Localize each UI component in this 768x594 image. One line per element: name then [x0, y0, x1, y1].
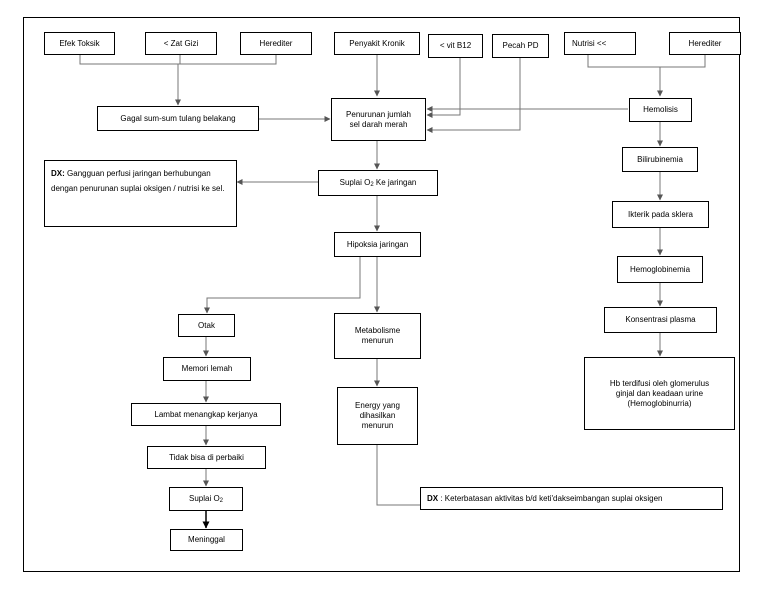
node-hb-terdifusi: Hb terdifusi oleh glomerulus ginjal dan … [584, 357, 735, 430]
arrow-hipoksia-to-otak [204, 256, 361, 314]
node-penurunan-sel: Penurunan jumlah sel darah merah [331, 98, 426, 141]
node-metabolisme: Metabolisme menurun [334, 313, 421, 359]
node-nutrisi: Nutrisi << [564, 32, 636, 55]
node-bilirubinemia: Bilirubinemia [622, 147, 698, 172]
node-vit-b12: < vit B12 [428, 34, 483, 58]
node-meninggal: Meninggal [170, 529, 243, 551]
node-hemoglobinemia: Hemoglobinemia [617, 256, 703, 283]
node-tidak-bisa: Tidak bisa di perbaiki [147, 446, 266, 469]
node-zat-gizi: < Zat Gizi [145, 32, 217, 55]
bracket-right-top [587, 54, 706, 68]
node-efek-toksik: Efek Toksik [44, 32, 115, 55]
node-konsentrasi: Konsentrasi plasma [604, 307, 717, 333]
node-suplai-o2: Suplai O2 Ke jaringan [318, 170, 438, 196]
node-energy: Energy yang dihasilkan menurun [337, 387, 418, 445]
node-memori: Memori lemah [163, 357, 251, 381]
node-otak: Otak [178, 314, 235, 337]
arrow-pecahpd-to-penurunan [426, 57, 521, 133]
bracket-left-top [79, 54, 277, 65]
arrow-vitb12-to-penurunan [426, 57, 461, 118]
node-dx-perfusi: DX: Gangguan perfusi jaringan berhubunga… [44, 160, 237, 227]
node-gagal-sumsum: Gagal sum-sum tulang belakang [97, 106, 259, 131]
node-dx-aktivitas: DX : Keterbatasan aktivitas b/d keti'dak… [420, 487, 723, 510]
node-suplai-o2-b: Suplai O2 [169, 487, 243, 511]
node-hipoksia: Hipoksia jaringan [334, 232, 421, 257]
node-herediter-left: Herediter [240, 32, 312, 55]
node-herediter-right: Herediter [669, 32, 741, 55]
node-hemolisis: Hemolisis [629, 98, 692, 122]
node-pecah-pd: Pecah PD [492, 34, 549, 58]
diagram-frame [23, 17, 740, 572]
node-penyakit-kronik: Penyakit Kronik [334, 32, 420, 55]
node-lambat: Lambat menangkap kerjanya [131, 403, 281, 426]
line-energy-to-dx2 [376, 445, 420, 506]
node-ikterik: Ikterik pada sklera [612, 201, 709, 228]
